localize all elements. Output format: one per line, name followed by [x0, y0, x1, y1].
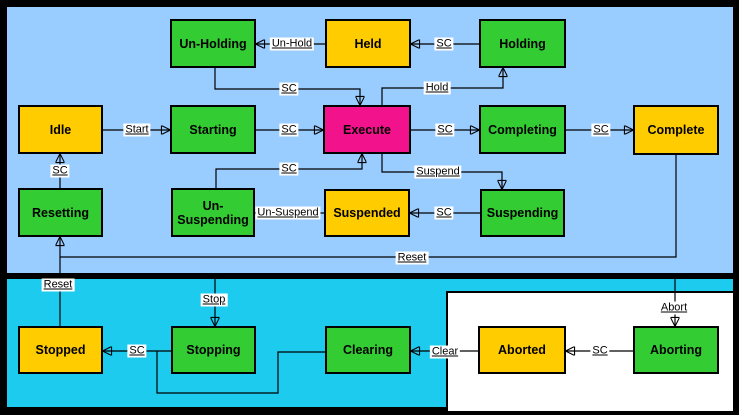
state-aborted: Aborted	[478, 326, 566, 374]
label-clear: Clear	[429, 345, 461, 359]
state-execute: Execute	[323, 105, 411, 154]
state-un-suspending: Un-Suspending	[171, 188, 255, 237]
label-abort: Abort	[658, 301, 690, 315]
state-resetting: Resetting	[18, 188, 103, 237]
label-suspend: Suspend	[414, 165, 462, 179]
label-start: Start	[123, 123, 151, 137]
state-stopped: Stopped	[18, 326, 103, 374]
state-starting: Starting	[170, 105, 256, 154]
label-reset-complete: Reset	[395, 251, 429, 265]
label-sc-suspending-suspended: SC	[434, 206, 454, 220]
label-sc-completing-complete: SC	[591, 123, 611, 137]
label-sc-holding-held: SC	[434, 37, 454, 51]
state-un-holding: Un-Holding	[170, 19, 256, 68]
state-idle: Idle	[18, 105, 103, 154]
label-un-suspend: Un-Suspend	[255, 206, 321, 220]
label-sc-unsuspending-execute: SC	[279, 162, 299, 176]
state-stopping: Stopping	[171, 326, 256, 374]
label-stop: Stop	[200, 293, 228, 307]
label-sc-execute-completing: SC	[435, 123, 455, 137]
state-complete: Complete	[633, 105, 719, 155]
state-completing: Completing	[479, 105, 566, 154]
label-sc-aborting-aborted: SC	[590, 344, 610, 358]
label-sc-stopping-stopped: SC	[127, 344, 147, 358]
state-suspending: Suspending	[480, 189, 565, 237]
state-aborting: Aborting	[633, 326, 719, 374]
label-sc-starting-execute: SC	[279, 123, 299, 137]
state-clearing: Clearing	[325, 326, 411, 374]
state-held: Held	[325, 19, 411, 68]
label-sc-unholding-execute: SC	[279, 82, 299, 96]
label-reset-stopped: Reset	[41, 278, 75, 292]
state-holding: Holding	[479, 19, 566, 68]
label-hold: Hold	[423, 81, 451, 95]
state-suspended: Suspended	[324, 189, 410, 237]
label-un-hold: Un-Hold	[269, 37, 315, 51]
label-sc-resetting-idle: SC	[50, 164, 70, 178]
